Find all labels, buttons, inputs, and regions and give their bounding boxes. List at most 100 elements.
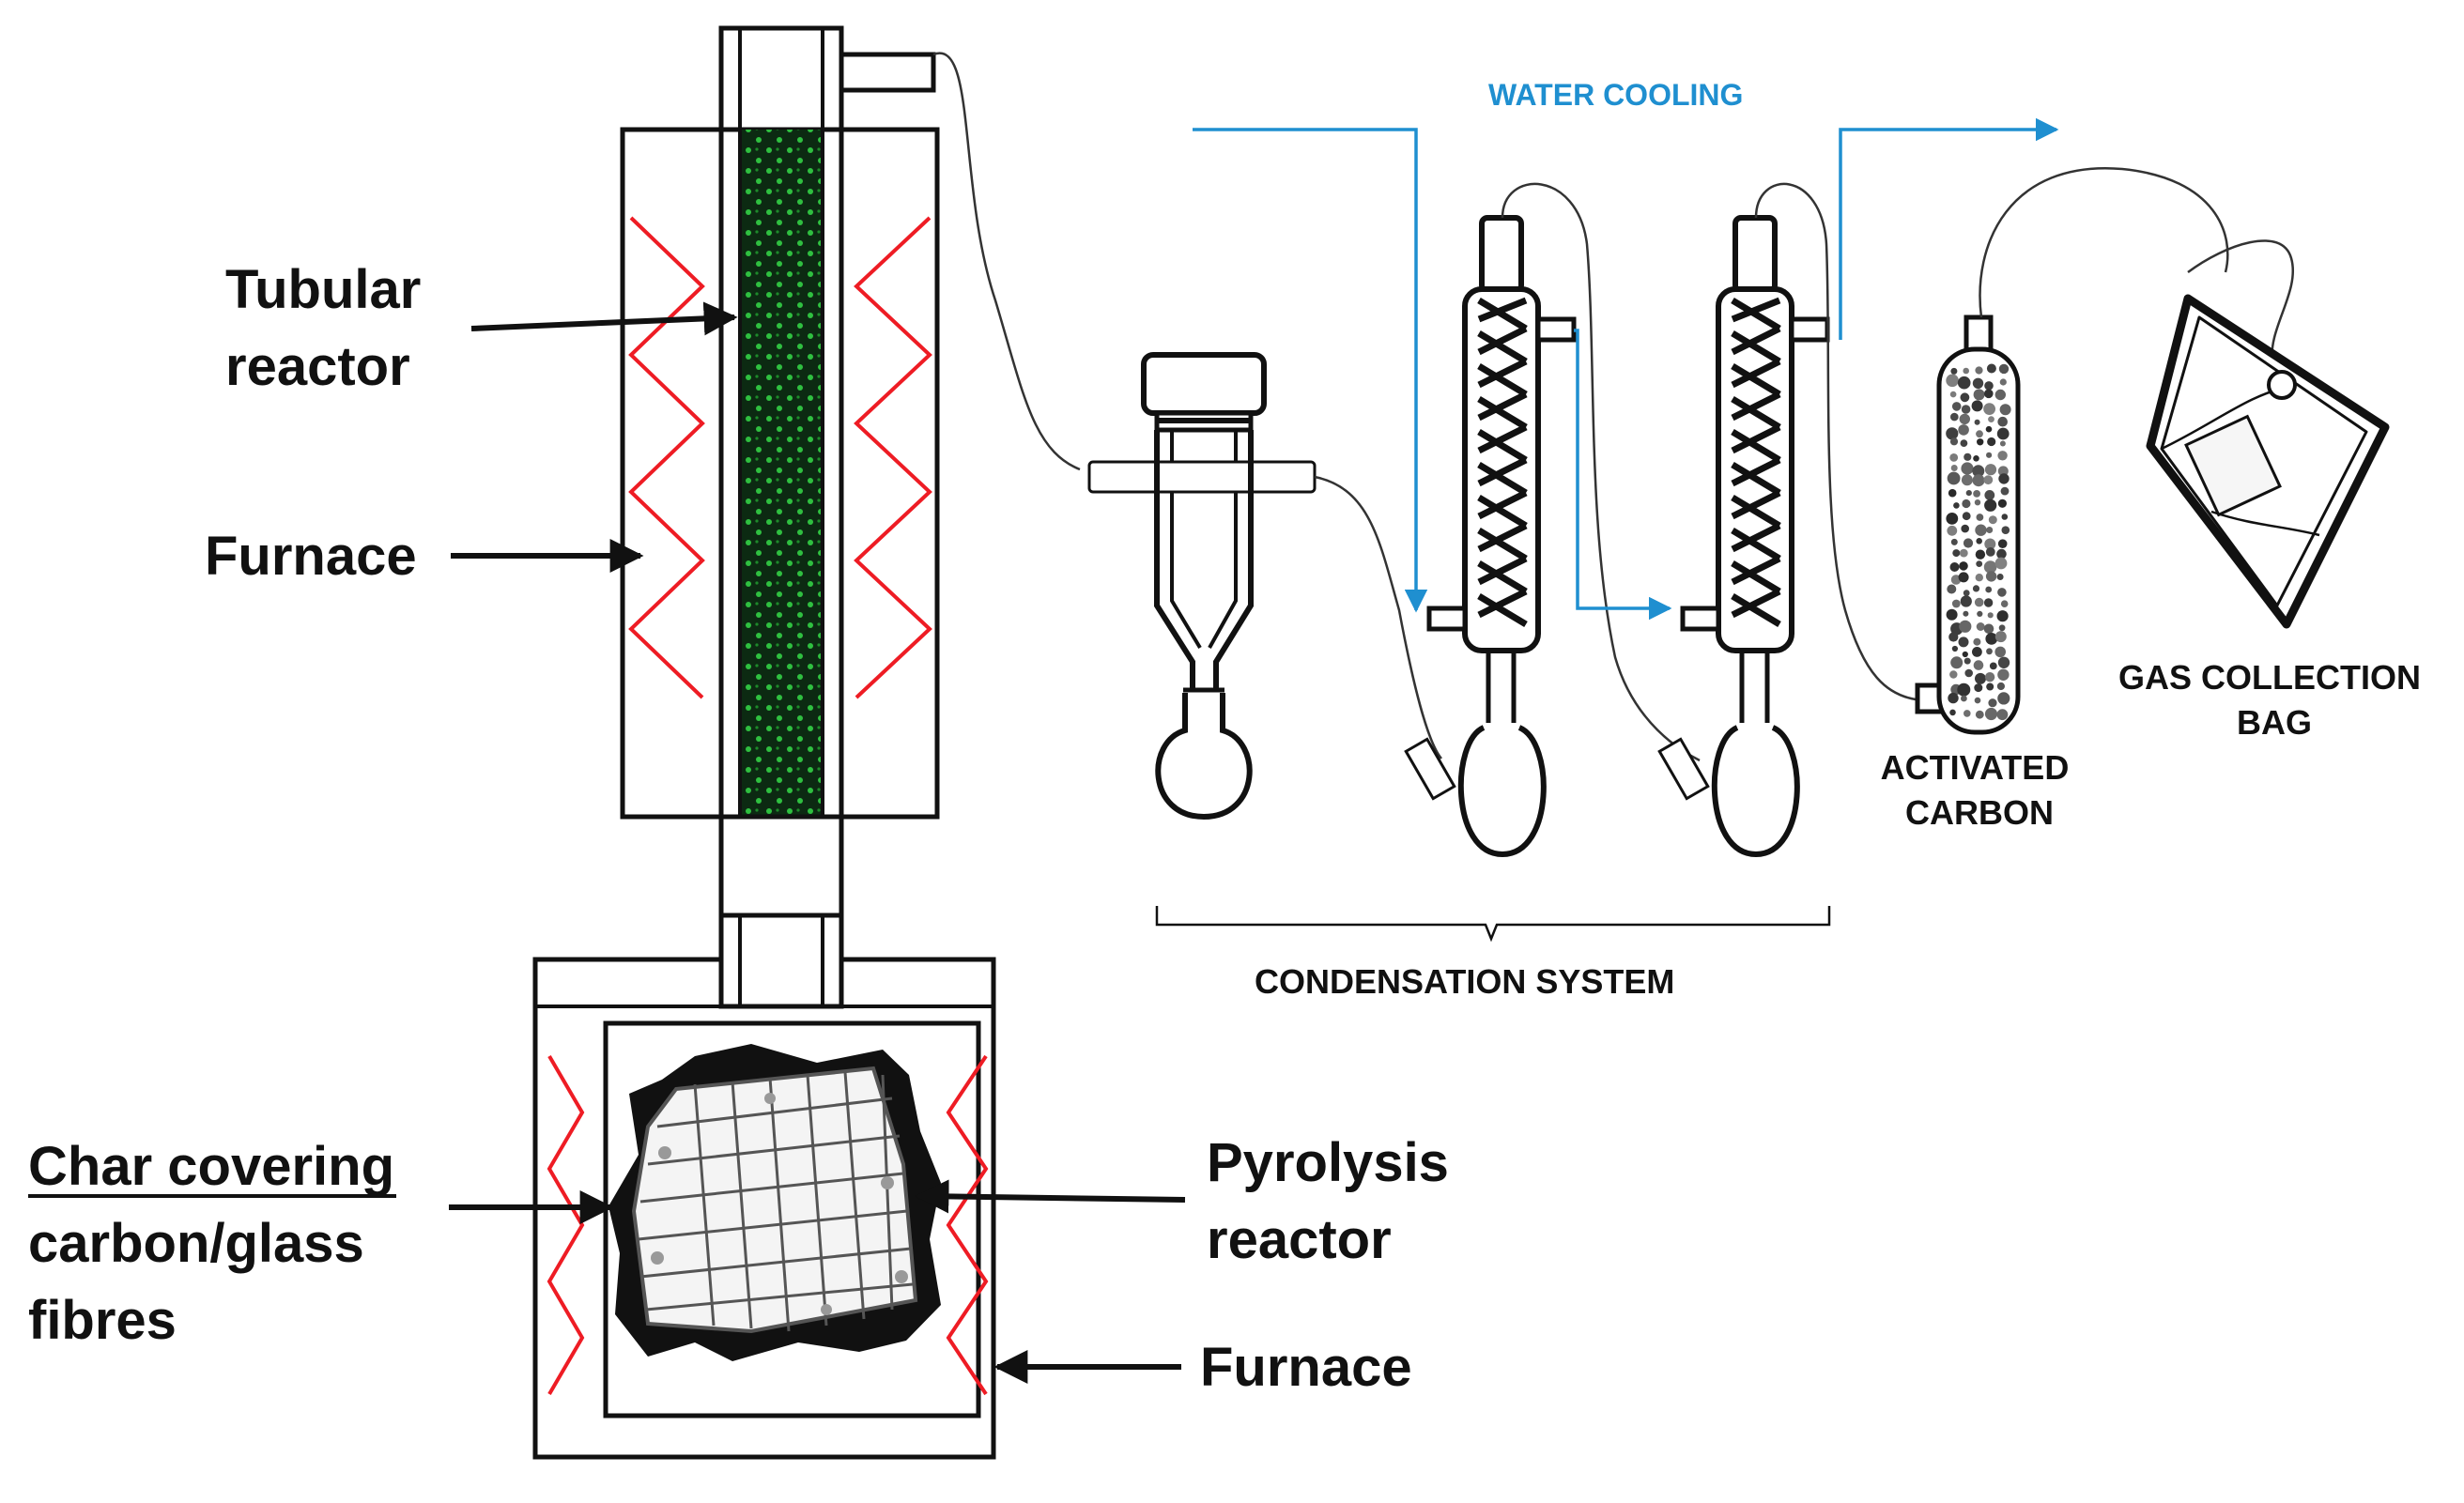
carbon-granule xyxy=(1975,524,1987,536)
carbon-granule xyxy=(1950,538,1958,545)
carbon-granule xyxy=(1949,670,1958,679)
condenser-2-coil xyxy=(1731,297,1781,628)
carbon-granule xyxy=(1962,498,1971,509)
carbon-granule xyxy=(1986,527,1994,533)
carbon-granule xyxy=(1964,452,1972,461)
carbon-granule xyxy=(1951,645,1958,652)
gas-bag-valve xyxy=(2184,414,2282,517)
carbon-granule xyxy=(1961,474,1973,486)
carbon-granule xyxy=(1983,560,1997,574)
carbon-granule xyxy=(1996,682,2005,691)
carbon-granule xyxy=(1977,438,1984,446)
carbon-granule xyxy=(1996,548,2007,560)
carbon-granule xyxy=(1987,437,1996,447)
carbon-granule xyxy=(2001,526,2010,534)
carbon-granule xyxy=(1963,590,1970,597)
carbon-granule xyxy=(1950,656,1964,669)
carbon-granule xyxy=(1972,585,1980,592)
carbon-granule xyxy=(1983,598,1994,607)
carbon-granule xyxy=(1961,462,1974,475)
carbon-granule xyxy=(1985,586,1993,593)
water-inlet-line xyxy=(1193,128,1428,613)
carbon-granule xyxy=(1998,363,2010,375)
carbon-granule xyxy=(1988,515,1997,525)
condenser-2 xyxy=(1657,215,1830,858)
carbon-granule xyxy=(1962,651,1968,658)
carbon-granule xyxy=(1946,608,1958,621)
carbon-granule xyxy=(1984,672,1995,682)
carbon-granule xyxy=(1994,631,2007,643)
carbon-granule xyxy=(1984,389,1994,399)
carbon-granule xyxy=(1984,381,1994,391)
tubular-reactor-assembly xyxy=(620,25,940,1009)
carbon-granule xyxy=(1949,391,1957,398)
trap-1 xyxy=(1087,352,1317,821)
carbon-granule xyxy=(1973,490,1981,498)
label-furnace-bottom: Furnace xyxy=(1200,1337,1412,1398)
carbon-granule xyxy=(1986,452,1993,458)
carbon-granule xyxy=(1974,597,1984,607)
carbon-granule xyxy=(1976,560,1983,567)
tubing-reactor-to-trap xyxy=(932,52,1081,471)
carbon-granule xyxy=(1958,424,1969,436)
carbon-granule xyxy=(1976,430,1983,438)
activated-carbon-column xyxy=(1915,314,2021,735)
carbon-granule xyxy=(1976,622,1985,631)
carbon-granule xyxy=(1973,660,1984,670)
tubing-condenser1-top xyxy=(1501,182,1701,762)
carbon-granule xyxy=(1962,512,1971,521)
carbon-granule xyxy=(1997,451,2008,461)
carbon-granule xyxy=(1964,668,1973,678)
carbon-granule xyxy=(1976,538,1982,544)
arrow-pyrolysis-reactor xyxy=(915,1179,1186,1214)
carbon-granule xyxy=(1994,557,2008,570)
carbon-granule xyxy=(1950,412,1959,422)
label-furnace-top: Furnace xyxy=(205,526,417,587)
carbon-granule xyxy=(1964,657,1971,665)
tubing-condenser2-to-carbon xyxy=(1754,182,1917,701)
carbon-granule xyxy=(1961,524,1969,533)
heating-element-right xyxy=(854,216,932,699)
carbon-granule xyxy=(1947,471,1961,485)
carbon-granule xyxy=(1947,584,1957,594)
carbon-granule xyxy=(1974,683,1983,693)
arrow-tubular-reactor xyxy=(470,301,738,336)
carbon-granule xyxy=(1948,692,1959,704)
carbon-granule xyxy=(1997,692,2010,705)
carbon-granule xyxy=(2000,486,2010,496)
carbon-granule xyxy=(1959,413,1970,425)
activated-carbon-granules xyxy=(1946,363,2011,721)
carbon-granule xyxy=(1951,599,1961,608)
lower-heating-element-right xyxy=(946,1054,989,1396)
carbon-granule xyxy=(1986,648,1993,655)
condenser-1-coil xyxy=(1477,297,1528,628)
carbon-granule xyxy=(1958,572,1969,583)
carbon-granule xyxy=(1950,465,1958,471)
carbon-granule xyxy=(1999,440,2006,447)
carbon-granule xyxy=(1999,404,2011,416)
carbon-granule xyxy=(1953,502,1960,509)
gas-bag-inner xyxy=(2160,315,2368,607)
carbon-granule xyxy=(1994,646,2006,658)
carbon-granule xyxy=(1963,367,1969,375)
condenser-1-flask xyxy=(1457,725,1547,858)
carbon-granule xyxy=(1972,377,1984,389)
carbon-granule xyxy=(1984,464,1997,476)
trap-1-stopper xyxy=(1141,352,1267,416)
carbon-granule xyxy=(1996,427,2010,440)
heating-element-left xyxy=(628,216,705,699)
label-gas-collection-bag: GAS COLLECTION BAG xyxy=(2118,658,2430,742)
gas-collection-bag xyxy=(2146,239,2390,629)
carbon-granule xyxy=(1984,490,1995,500)
carbon-granule xyxy=(1972,474,1985,487)
carbon-granule xyxy=(1948,488,1957,498)
carbon-granule xyxy=(1997,416,2008,427)
carbon-granule xyxy=(1997,498,2007,508)
carbon-granule xyxy=(1983,403,1996,415)
water-cooling-label: WATER COOLING xyxy=(1488,78,1743,112)
condenser-1 xyxy=(1404,215,1577,858)
carbon-granule xyxy=(1976,514,1984,521)
carbon-granule xyxy=(2000,600,2009,607)
carbon-granule xyxy=(1986,363,1996,374)
